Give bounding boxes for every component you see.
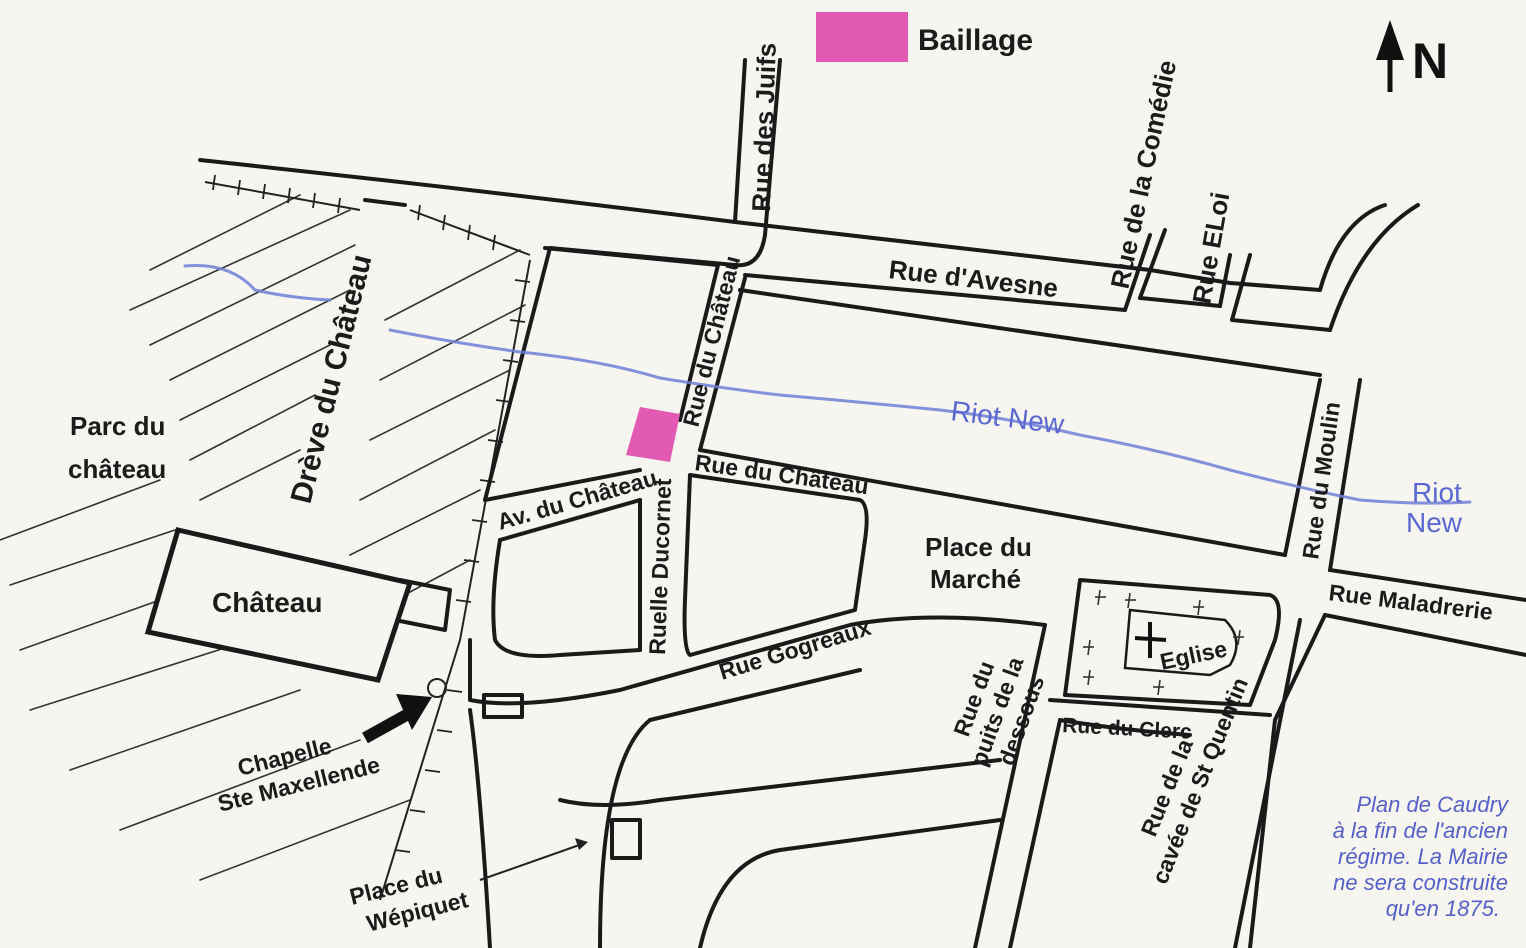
label-riot-edge-line1: Riot	[1412, 477, 1462, 508]
label-rue-du-chateau-horizontal: Rue du Château	[693, 449, 870, 499]
label-rue-eloi: Rue ELoi	[1186, 190, 1235, 306]
roads	[198, 58, 1526, 948]
north-arrow: N	[1376, 20, 1448, 92]
label-parc-line1: Parc du	[70, 411, 165, 441]
svg-text:qu'en 1875.: qu'en 1875.	[1386, 896, 1500, 921]
eglise-building	[1083, 589, 1244, 696]
label-place-marche-line1: Place du	[925, 532, 1032, 562]
label-chapelle: Chapelle Ste Maxellende	[215, 732, 383, 816]
tree-marks	[204, 174, 531, 901]
svg-text:ne sera construite: ne sera construite	[1333, 870, 1508, 895]
label-eglise: Eglise	[1158, 635, 1230, 675]
label-place-marche-line2: Marché	[930, 564, 1021, 594]
label-dreve-du-chateau: Drève du Château	[285, 251, 379, 506]
svg-text:régime. La Mairie: régime. La Mairie	[1338, 844, 1508, 869]
label-rue-du-moulin: Rue du Moulin	[1297, 400, 1345, 560]
svg-text:Plan de Caudry: Plan de Caudry	[1356, 792, 1510, 817]
label-riot-edge-line2: New	[1406, 507, 1463, 538]
label-rue-maladrerie: Rue Maladrerie	[1327, 579, 1494, 625]
label-parc-line2: château	[68, 454, 166, 484]
chapelle-arrow-icon	[362, 678, 447, 744]
caption: Plan de Caudry à la fin de l'ancien régi…	[1333, 792, 1510, 921]
church-cross-icon	[1134, 622, 1167, 658]
chateau-building	[144, 527, 414, 683]
label-ruelle-ducornet: Ruelle Ducornet	[644, 478, 676, 656]
wepiquet-arrow-icon	[479, 838, 588, 881]
label-chateau: Château	[212, 587, 322, 618]
legend-label: Baillage	[918, 24, 1033, 57]
label-riot-new-main: Riot New	[949, 395, 1066, 440]
label-rue-des-juifs: Rue des Juifs	[746, 42, 782, 212]
svg-text:à la fin de l'ancien: à la fin de l'ancien	[1333, 818, 1508, 843]
riot-new-river	[183, 264, 1472, 505]
legend-swatch	[816, 12, 908, 62]
label-rue-de-la-cavee: Rue de la cavée de St Quentin	[1136, 674, 1253, 888]
legend: Baillage	[816, 12, 1033, 62]
label-place-wepiquet: Place du Wépiquet	[347, 862, 471, 937]
park-hatching	[0, 194, 526, 881]
north-label: N	[1412, 33, 1448, 89]
baillage-marker	[626, 407, 680, 462]
